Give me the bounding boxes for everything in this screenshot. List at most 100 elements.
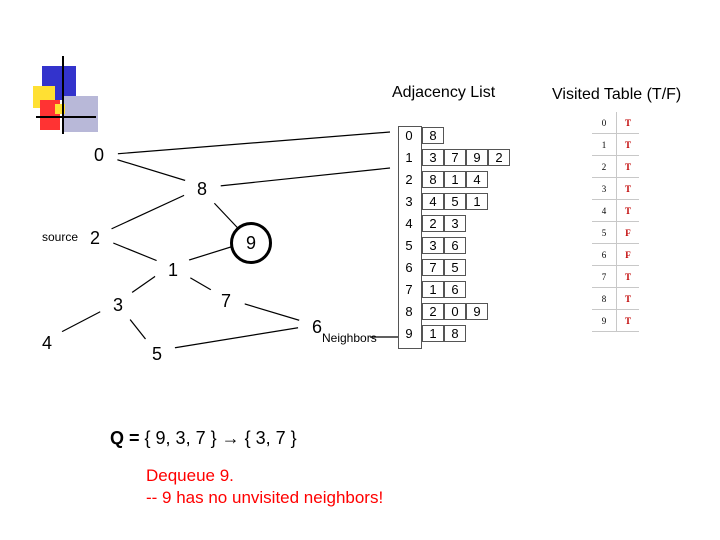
visited-index: 7	[592, 265, 617, 288]
graph-node-4: 4	[28, 324, 66, 362]
graph-node-6: 6	[298, 308, 336, 346]
visited-index: 8	[592, 287, 617, 310]
adjacency-index-column	[398, 126, 422, 349]
adjacency-neighbor-cell: 2	[422, 215, 444, 232]
graph-node-1: 1	[154, 251, 192, 289]
adjacency-index: 1	[405, 150, 413, 165]
adjacency-neighbor-cell: 4	[422, 193, 444, 210]
adjacency-index: 0	[405, 128, 413, 143]
node-label: 3	[112, 294, 123, 315]
graph-node-8: 8	[183, 170, 221, 208]
adjacency-neighbor-cell: 3	[422, 149, 444, 166]
visited-index: 4	[592, 199, 617, 222]
dequeue-line-1: Dequeue 9.	[146, 466, 234, 485]
adjacency-neighbor-cell: 1	[422, 325, 444, 342]
adjacency-neighbor-cell: 9	[466, 149, 488, 166]
node-label: 7	[220, 290, 231, 311]
adjacency-neighbor-cell: 0	[444, 303, 466, 320]
adjacency-neighbor-cell: 8	[444, 325, 466, 342]
decor-vertical-line	[62, 56, 64, 134]
adjacency-neighbor-cell: 3	[422, 237, 444, 254]
visited-value: T	[616, 265, 639, 288]
visited-index: 3	[592, 177, 617, 200]
adjacency-neighbor-cell: 3	[444, 215, 466, 232]
node-label: 6	[311, 316, 322, 337]
visited-value: T	[616, 112, 639, 134]
node-label: 9	[245, 232, 256, 253]
adjacency-index: 3	[405, 194, 413, 209]
visited-index: 1	[592, 133, 617, 156]
adjacency-index: 4	[405, 216, 413, 231]
visited-index: 2	[592, 155, 617, 178]
visited-index: 9	[592, 309, 617, 332]
adjacency-neighbor-cell: 7	[444, 149, 466, 166]
visited-value: T	[616, 177, 639, 200]
adjacency-neighbor-cell: 1	[444, 171, 466, 188]
adjacency-neighbor-cell: 1	[422, 281, 444, 298]
visited-value: T	[616, 287, 639, 310]
adjacency-list-title: Adjacency List	[392, 84, 496, 101]
queue-line: Q = { 9, 3, 7 } → { 3, 7 }	[110, 428, 297, 449]
dequeue-line-2: -- 9 has no unvisited neighbors!	[146, 488, 384, 507]
source-label: source	[42, 230, 79, 244]
node-label: 0	[93, 144, 104, 165]
decor-yellow-small-square	[55, 104, 65, 114]
visited-index: 0	[592, 112, 617, 134]
graph-node-9: 9	[230, 222, 272, 264]
adjacency-index: 8	[405, 304, 413, 319]
visited-table-title: Visited Table (T/F)	[552, 86, 682, 103]
visited-index: 5	[592, 221, 617, 244]
adjacency-index: 9	[405, 326, 413, 341]
visited-value: F	[616, 221, 639, 244]
graph-node-5: 5	[138, 335, 176, 373]
adjacency-index: 6	[405, 260, 413, 275]
decor-gray-square	[62, 96, 98, 132]
adjacency-neighbor-cell: 1	[466, 193, 488, 210]
adjacency-neighbor-cell: 2	[422, 303, 444, 320]
queue-label: Q =	[110, 428, 140, 448]
node-label: 1	[167, 259, 178, 280]
adjacency-neighbor-cell: 9	[466, 303, 488, 320]
adjacency-neighbor-cell: 7	[422, 259, 444, 276]
graph-node-3: 3	[99, 286, 137, 324]
neighbors-label: Neighbors	[322, 331, 377, 345]
graph-node-0: 0	[80, 136, 118, 174]
adjacency-index: 2	[405, 172, 413, 187]
graph-node-2: 2	[76, 219, 114, 257]
adjacency-neighbor-cell: 5	[444, 193, 466, 210]
visited-index: 6	[592, 243, 617, 266]
graph-node-7: 7	[207, 282, 245, 320]
adjacency-neighbor-cell: 6	[444, 237, 466, 254]
node-label: 4	[41, 332, 52, 353]
node-label: 5	[151, 343, 162, 364]
queue-contents: { 9, 3, 7 } → { 3, 7 }	[144, 428, 297, 448]
adjacency-neighbor-cell: 8	[422, 127, 444, 144]
visited-value: T	[616, 309, 639, 332]
adjacency-neighbor-cell: 4	[466, 171, 488, 188]
visited-value: T	[616, 199, 639, 222]
node-label: 8	[196, 178, 207, 199]
adjacency-index: 7	[405, 282, 413, 297]
adjacency-index: 5	[405, 238, 413, 253]
visited-value: T	[616, 133, 639, 156]
visited-value: F	[616, 243, 639, 266]
node-label: 2	[89, 227, 100, 248]
adjacency-neighbor-cell: 6	[444, 281, 466, 298]
decor-horizontal-line	[36, 116, 96, 118]
adjacency-neighbor-cell: 2	[488, 149, 510, 166]
visited-value: T	[616, 155, 639, 178]
adjacency-neighbor-cell: 8	[422, 171, 444, 188]
